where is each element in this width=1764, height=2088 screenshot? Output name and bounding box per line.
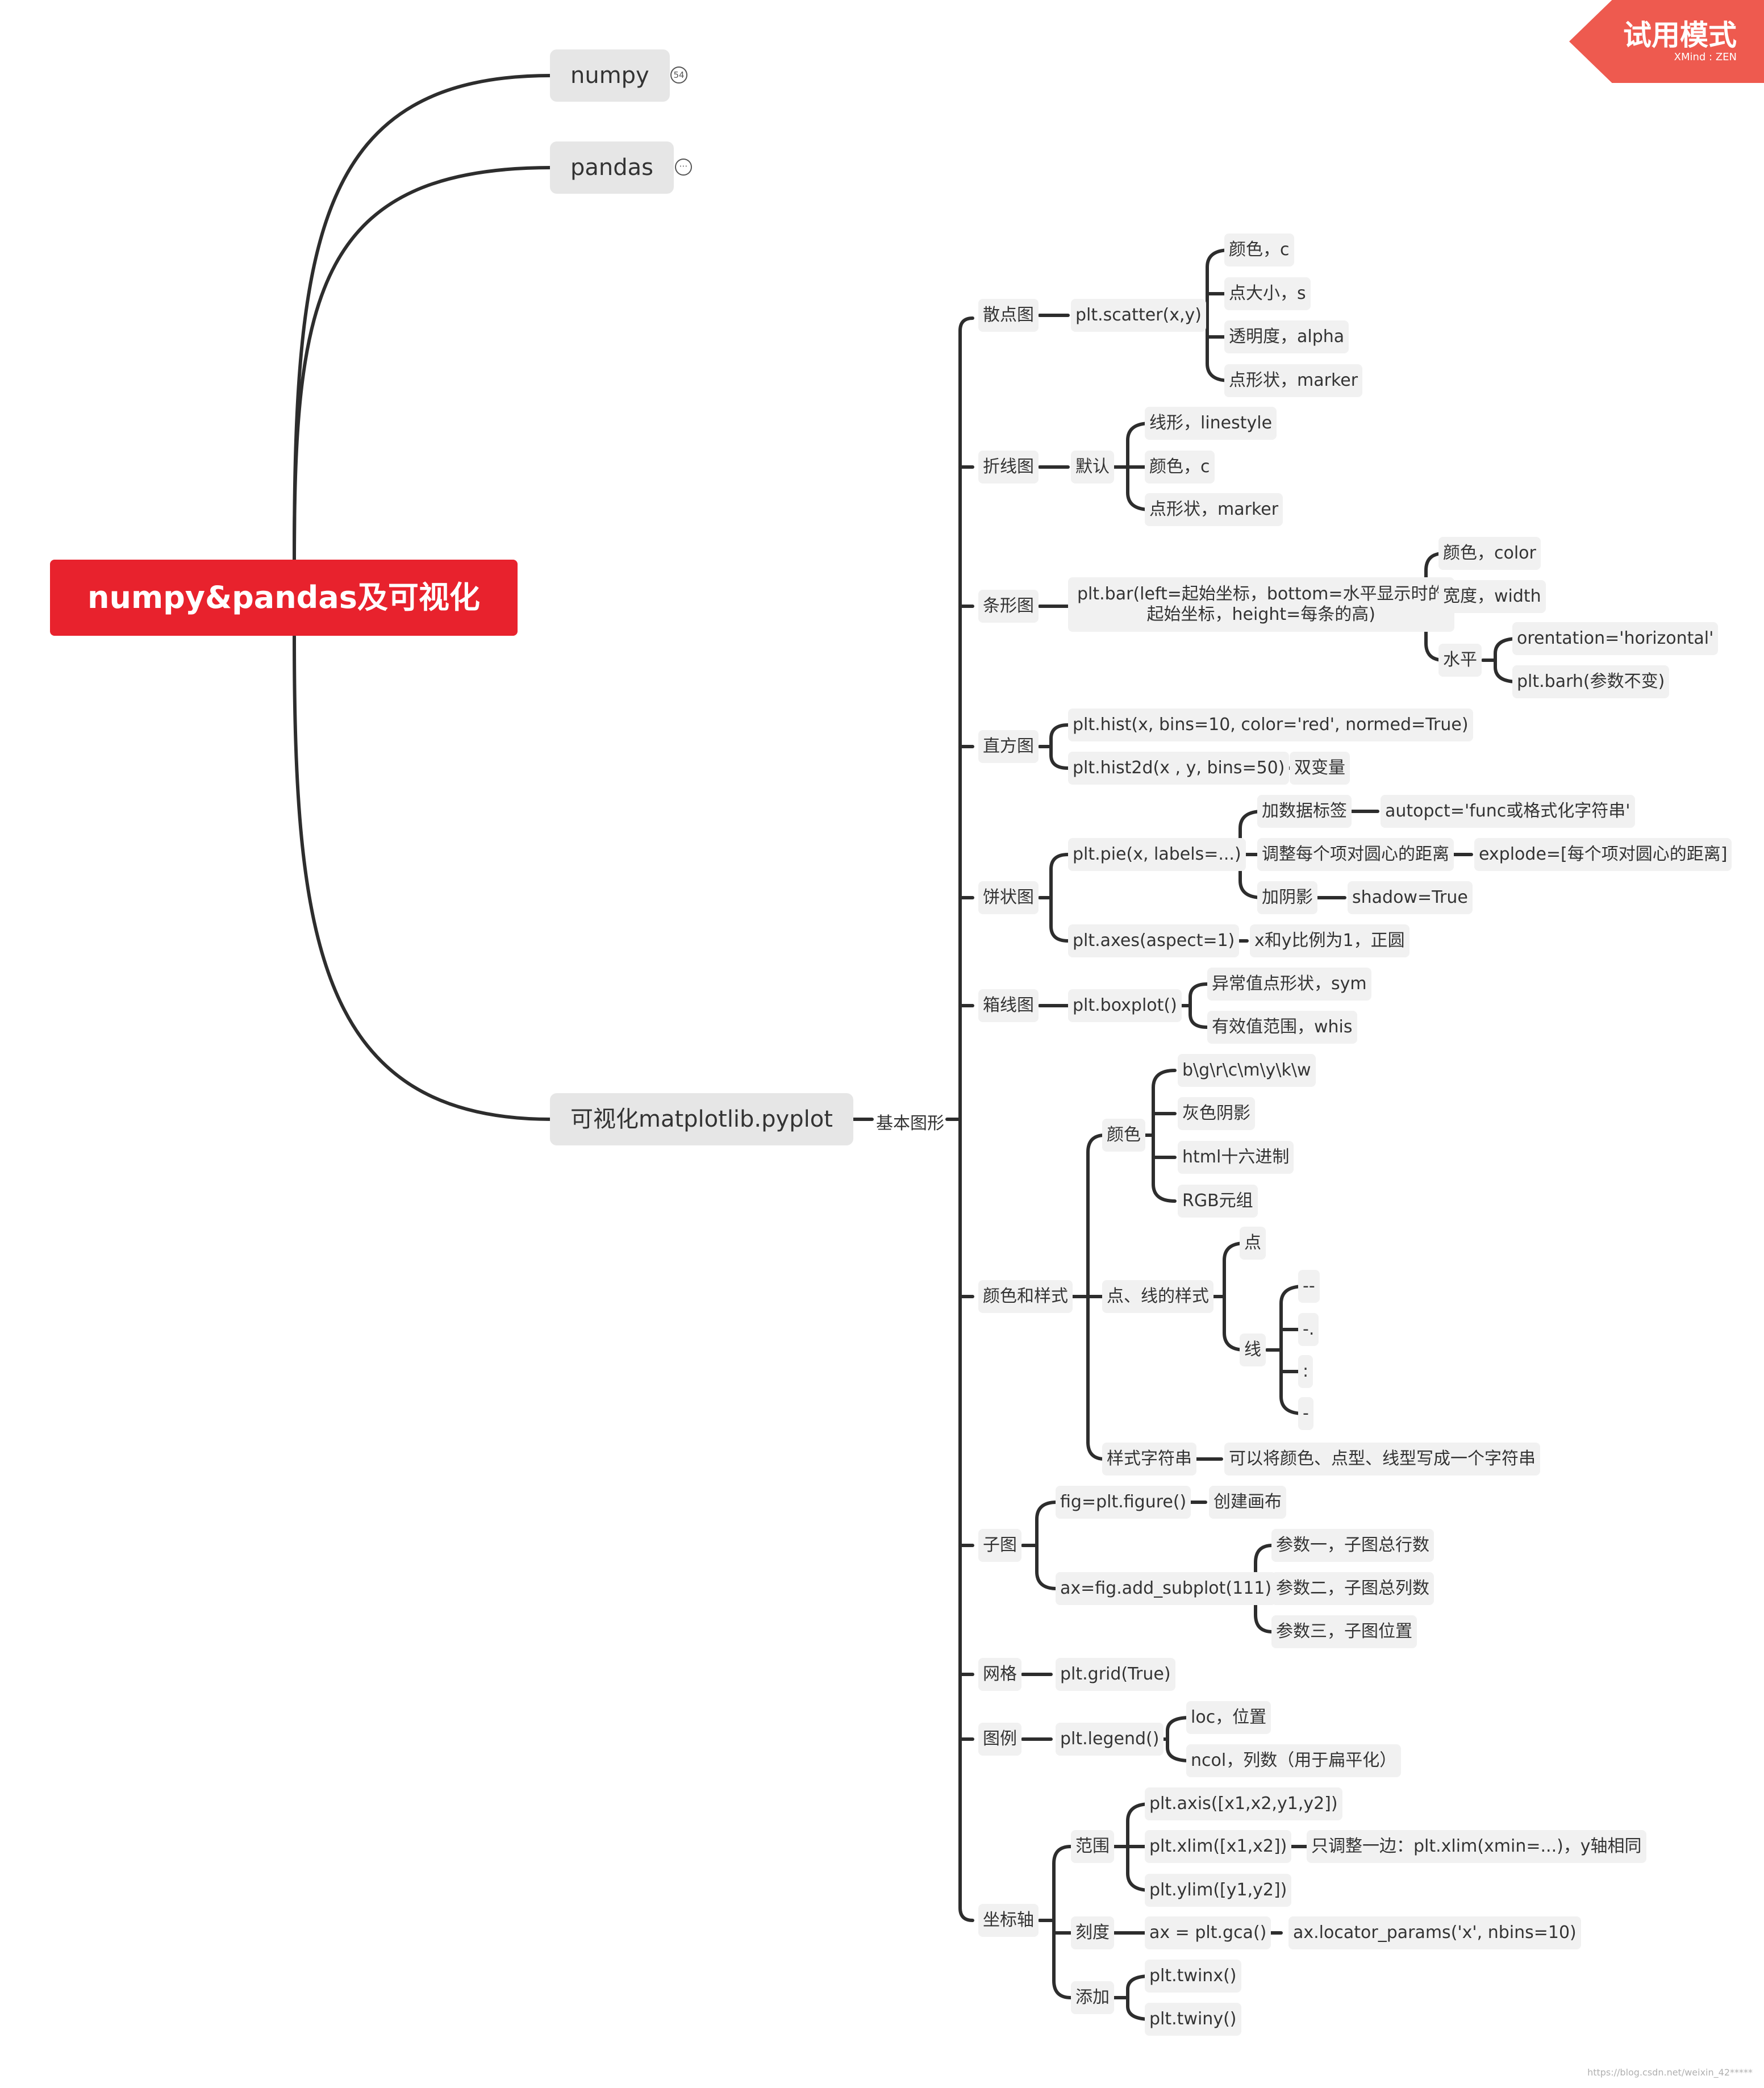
topic-legend-ncol[interactable]: ncol，列数（用于扁平化） (1186, 1744, 1402, 1777)
topic-pie-fn[interactable]: plt.pie(x, labels=...) (1068, 838, 1246, 871)
topic-line-solid[interactable]: - (1298, 1397, 1313, 1430)
topic-box-whis[interactable]: 有效值范围，whis (1207, 1011, 1357, 1044)
topic-scatter[interactable]: 散点图 (978, 299, 1039, 332)
topic-axis-range[interactable]: 范围 (1071, 1830, 1114, 1863)
topic-pie-add-label[interactable]: 加数据标签 (1257, 795, 1352, 828)
topic-twiny-fn[interactable]: plt.twiny() (1145, 2003, 1241, 2036)
topic-format-string-note[interactable]: 可以将颜色、点型、线型写成一个字符串 (1224, 1443, 1540, 1476)
topic-bar-orientation[interactable]: orentation='horizontal' (1512, 622, 1719, 655)
connector-root-numpy (293, 74, 553, 561)
watermark: https://blog.csdn.net/weixin_42***** (1587, 2067, 1753, 2078)
bar-fn-line1: plt.bar(left=起始坐标，bottom=水平显示时的 (1077, 584, 1445, 604)
topic-axis[interactable]: 坐标轴 (978, 1904, 1039, 1937)
topic-format-string[interactable]: 样式字符串 (1102, 1443, 1196, 1476)
topic-line-marker[interactable]: 点形状，marker (1145, 493, 1283, 526)
topic-axis-add[interactable]: 添加 (1071, 1981, 1114, 2014)
topic-hist[interactable]: 直方图 (978, 730, 1039, 763)
topic-numpy[interactable]: numpy (550, 49, 670, 102)
topic-box-sym[interactable]: 异常值点形状，sym (1207, 968, 1371, 1001)
topic-scatter-fn[interactable]: plt.scatter(x,y) (1071, 299, 1206, 332)
topic-pie[interactable]: 饼状图 (978, 881, 1039, 914)
topic-add-subplot-fn[interactable]: ax=fig.add_subplot(111) (1056, 1572, 1277, 1605)
topic-line-style[interactable]: 线 (1240, 1333, 1266, 1366)
topic-pie-adjust[interactable]: 调整每个项对圆心的距离 (1257, 838, 1454, 871)
topic-twinx-fn[interactable]: plt.twinx() (1145, 1960, 1241, 1993)
topic-xlim-fn[interactable]: plt.xlim([x1,x2]) (1145, 1830, 1292, 1863)
topic-hist2d-note[interactable]: 双变量 (1290, 752, 1350, 785)
topic-point-line-style[interactable]: 点、线的样式 (1102, 1280, 1213, 1313)
connector-root-viz (293, 635, 553, 1121)
trial-mode-banner[interactable]: 试用模式 XMind : ZEN (1569, 0, 1764, 83)
topic-bar[interactable]: 条形图 (978, 590, 1039, 623)
connector-main-trunk (958, 316, 974, 1922)
topic-subplot-param1[interactable]: 参数一，子图总行数 (1271, 1529, 1434, 1562)
topic-color-letters[interactable]: b\g\r\c\m\y\k\w (1178, 1054, 1316, 1087)
topic-figure-note[interactable]: 创建画布 (1209, 1486, 1286, 1519)
topic-color-rgb[interactable]: RGB元组 (1178, 1185, 1258, 1218)
topic-line[interactable]: 折线图 (978, 451, 1039, 484)
topic-grid[interactable]: 网格 (978, 1658, 1021, 1691)
topic-color-gray[interactable]: 灰色阴影 (1178, 1097, 1255, 1130)
topic-bar-horizontal[interactable]: 水平 (1438, 644, 1482, 677)
topic-pie-axes-note[interactable]: x和y比例为1，正圆 (1250, 924, 1409, 957)
topic-gca-fn[interactable]: ax = plt.gca() (1145, 1916, 1271, 1949)
topic-axis-tick[interactable]: 刻度 (1071, 1916, 1114, 1949)
topic-color-hex[interactable]: html十六进制 (1178, 1141, 1294, 1174)
banner-title: 试用模式 (1623, 19, 1737, 52)
topic-basic-charts[interactable]: 基本图形 (876, 1114, 944, 1133)
topic-bar-width[interactable]: 宽度，width (1438, 580, 1546, 613)
topic-color-style[interactable]: 颜色和样式 (978, 1280, 1073, 1313)
topic-pie-shadow-val[interactable]: shadow=True (1348, 881, 1473, 914)
topic-hist2d-fn[interactable]: plt.hist2d(x , y, bins=50) (1068, 752, 1290, 785)
topic-box[interactable]: 箱线图 (978, 989, 1039, 1022)
topic-color[interactable]: 颜色 (1102, 1119, 1145, 1152)
banner-subtitle: XMind : ZEN (1674, 51, 1737, 63)
topic-box-fn[interactable]: plt.boxplot() (1068, 989, 1182, 1022)
topic-legend-fn[interactable]: plt.legend() (1056, 1723, 1164, 1756)
collapsed-count-badge[interactable]: 54 (670, 66, 687, 84)
topic-subplot-param3[interactable]: 参数三，子图位置 (1271, 1615, 1417, 1648)
topic-hist-fn[interactable]: plt.hist(x, bins=10, color='red', normed… (1068, 708, 1473, 741)
topic-scatter-marker[interactable]: 点形状，marker (1224, 364, 1363, 397)
topic-scatter-alpha[interactable]: 透明度，alpha (1224, 320, 1349, 353)
bar-fn-line2: 起始坐标，height=每条的高) (1146, 605, 1375, 624)
topic-subplot[interactable]: 子图 (978, 1529, 1021, 1562)
topic-line-linestyle[interactable]: 线形，linestyle (1145, 407, 1277, 440)
topic-grid-fn[interactable]: plt.grid(True) (1056, 1658, 1175, 1691)
topic-figure-fn[interactable]: fig=plt.figure() (1056, 1486, 1191, 1519)
topic-subplot-param2[interactable]: 参数二，子图总列数 (1271, 1572, 1434, 1605)
topic-pie-shadow[interactable]: 加阴影 (1257, 881, 1317, 914)
topic-bar-color[interactable]: 颜色，color (1438, 537, 1541, 570)
topic-xlim-note[interactable]: 只调整一边：plt.xlim(xmin=...)，y轴相同 (1307, 1830, 1646, 1863)
topic-pie-axes[interactable]: plt.axes(aspect=1) (1068, 924, 1240, 957)
topic-ylim-fn[interactable]: plt.ylim([y1,y2]) (1145, 1874, 1292, 1907)
topic-locator-params[interactable]: ax.locator_params('x', nbins=10) (1288, 1916, 1581, 1949)
topic-line-color[interactable]: 颜色，c (1145, 451, 1215, 484)
topic-barh[interactable]: plt.barh(参数不变) (1512, 665, 1670, 698)
topic-line-dotted[interactable]: : (1298, 1355, 1313, 1388)
topic-scatter-color[interactable]: 颜色，c (1224, 234, 1294, 266)
topic-legend[interactable]: 图例 (978, 1723, 1021, 1756)
topic-legend-loc[interactable]: loc，位置 (1186, 1701, 1271, 1734)
topic-bar-fn[interactable]: plt.bar(left=起始坐标，bottom=水平显示时的 起始坐标，hei… (1068, 577, 1454, 632)
topic-scatter-size[interactable]: 点大小，s (1224, 277, 1311, 310)
topic-line-default[interactable]: 默认 (1071, 451, 1114, 484)
topic-line-dashdot[interactable]: -. (1298, 1313, 1319, 1346)
topic-pie-explode[interactable]: explode=[每个项对圆心的距离] (1474, 838, 1732, 871)
root-topic[interactable]: numpy&pandas及可视化 (50, 560, 518, 636)
topic-visualization[interactable]: 可视化matplotlib.pyplot (550, 1093, 853, 1145)
topic-axis-fn[interactable]: plt.axis([x1,x2,y1,y2]) (1145, 1787, 1342, 1820)
collapsed-more-badge[interactable]: ⋯ (675, 159, 692, 176)
topic-line-dashed[interactable]: -- (1298, 1270, 1320, 1303)
topic-pandas[interactable]: pandas (550, 141, 674, 194)
topic-pie-autopct[interactable]: autopct='func或格式化字符串' (1381, 795, 1635, 828)
topic-point[interactable]: 点 (1240, 1227, 1266, 1260)
connector-root-pandas (293, 166, 553, 561)
